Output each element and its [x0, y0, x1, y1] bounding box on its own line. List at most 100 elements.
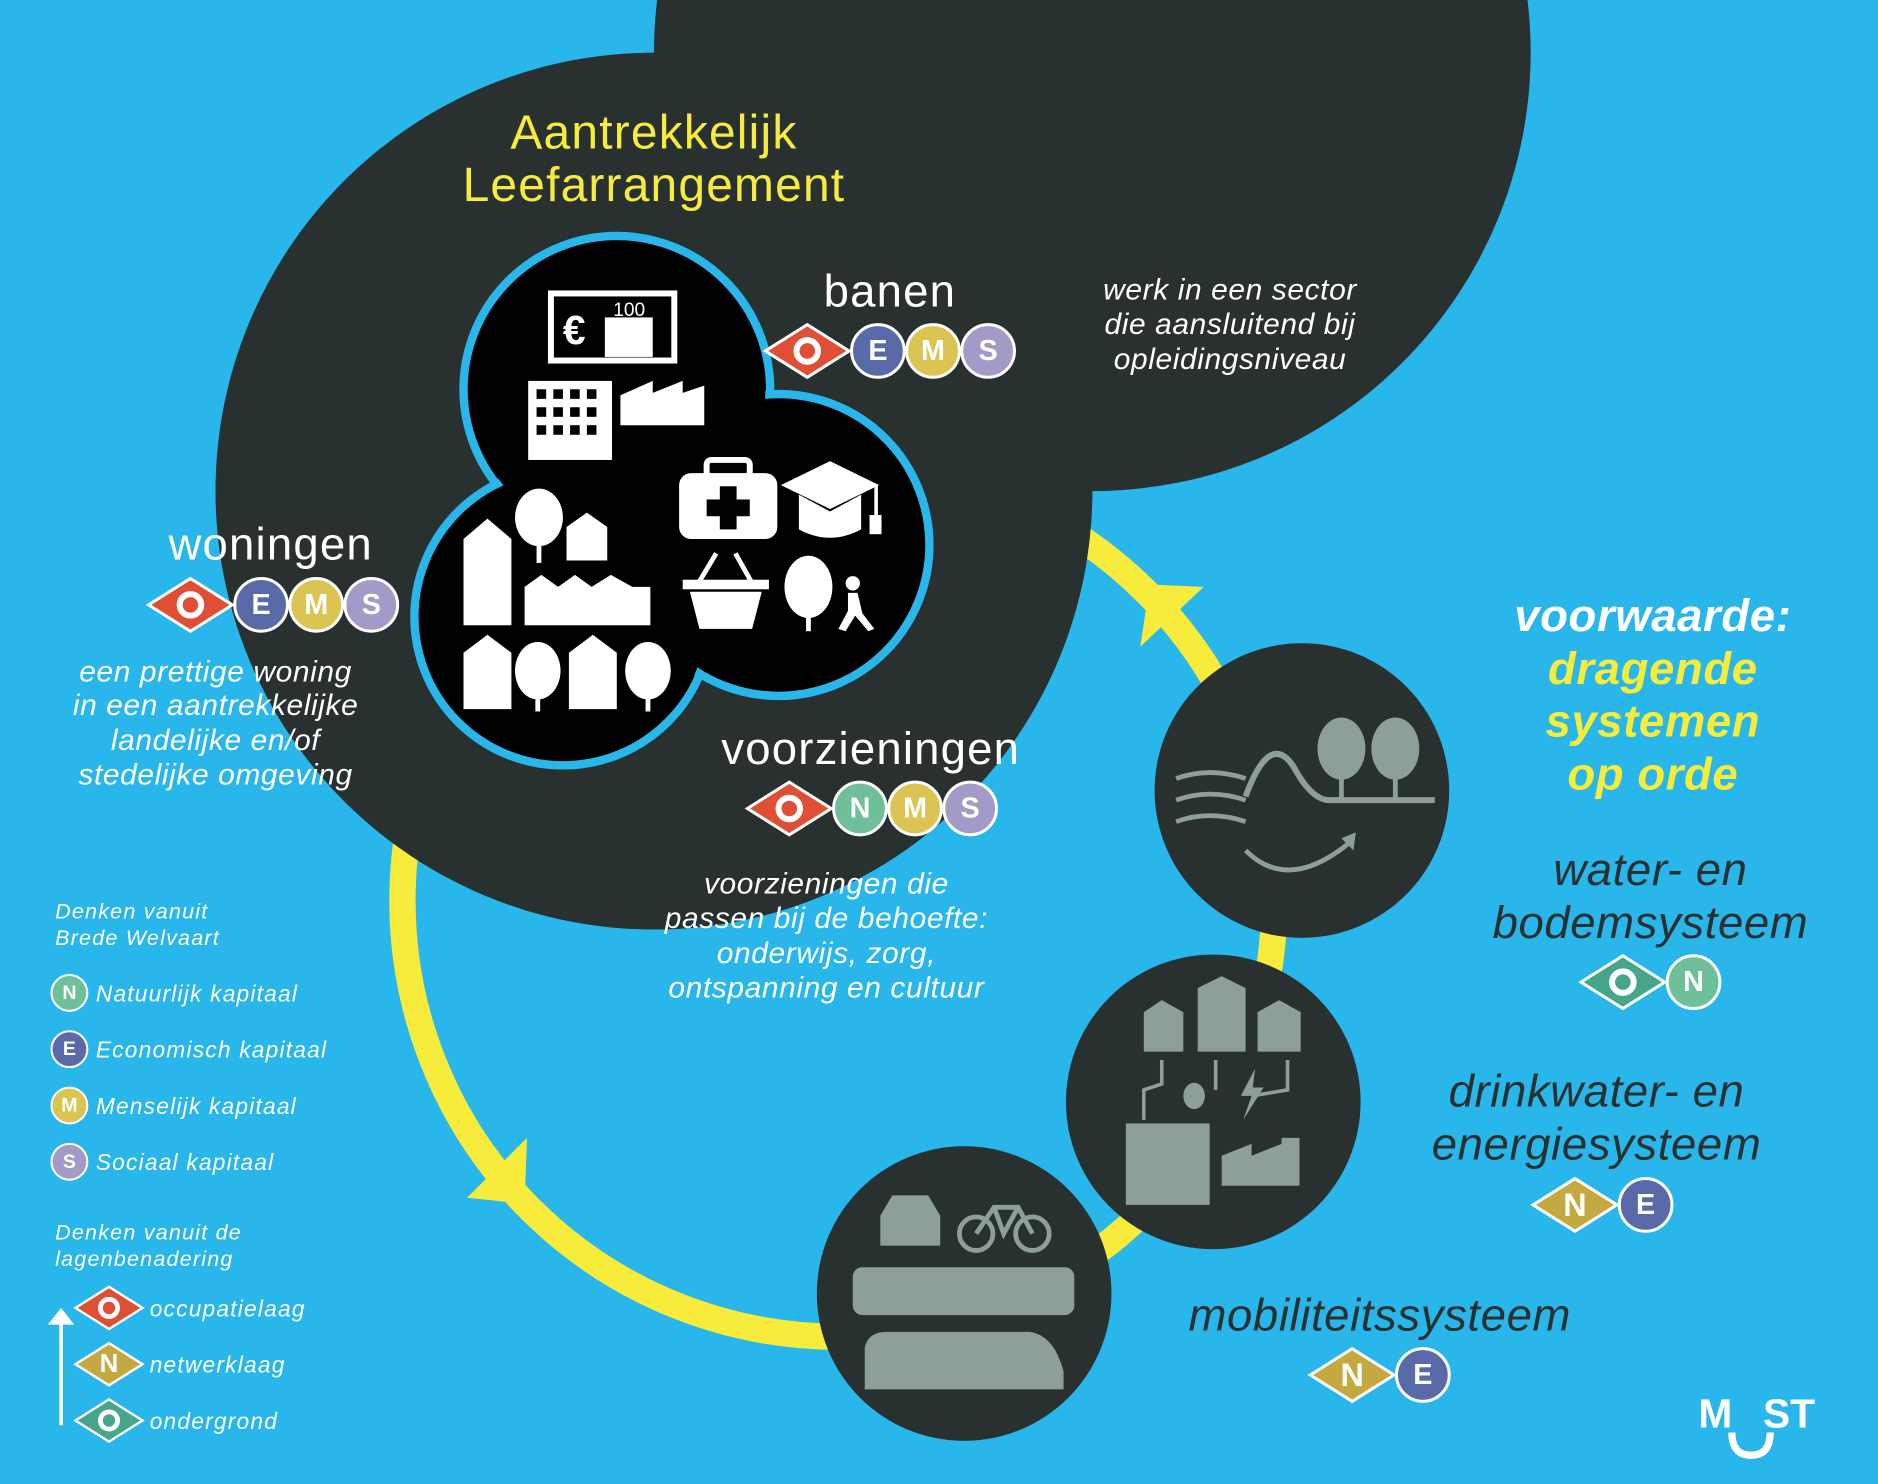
shopping-basket-icon: [682, 552, 769, 629]
badge-N-n: N: [50, 973, 89, 1012]
voorwaarde-line: systemen: [1545, 696, 1760, 747]
badge-letter: M: [304, 589, 328, 621]
svg-text:ST: ST: [1763, 1391, 1815, 1437]
drinkwater-system-label: drinkwater- en: [1449, 1066, 1745, 1117]
badge-S-s: S: [343, 577, 400, 633]
desc-line: landelijke en/of: [111, 724, 322, 757]
banknote-icon: € 100: [547, 290, 678, 364]
desc-line: een prettige woning: [79, 656, 352, 689]
banknote-value: 100: [613, 300, 645, 321]
desc-line: onderwijs, zorg,: [717, 937, 936, 970]
badge-letter: S: [63, 1151, 76, 1173]
legend-title: Denken vanuit de: [55, 1220, 242, 1245]
desc-line: stedelijke omgeving: [78, 759, 352, 792]
desc-line: werk in een sector: [1103, 273, 1357, 306]
water-soil-system-circle: [1154, 643, 1450, 938]
desc-line: voorzieningen die: [704, 868, 949, 901]
badge-letter: M: [61, 1095, 77, 1117]
badge-occupatie-o: [145, 576, 236, 633]
badge-letter: N: [1341, 1357, 1364, 1393]
drinkwater-system-label: energiesysteem: [1432, 1118, 1762, 1169]
badge-S-s: S: [960, 323, 1016, 379]
legend-label: ondergrond: [150, 1408, 278, 1434]
badge-E-e: E: [233, 577, 289, 633]
badge-netwerk-n: N: [1307, 1346, 1397, 1404]
badge-M-m: M: [50, 1086, 89, 1125]
cycle-arrow-icon: [467, 1137, 527, 1204]
badge-letter-o: [97, 1409, 121, 1432]
office-building-icon: [528, 380, 613, 460]
title-line-1: Aantrekkelijk: [510, 107, 797, 160]
badge-E-e: E: [50, 1030, 89, 1069]
badge-letter: N: [1563, 1187, 1586, 1223]
water-system-label: bodemsysteem: [1493, 897, 1809, 948]
badge-letter: M: [921, 335, 945, 367]
woningen-description: een prettige woning in een aantrekkelijk…: [73, 656, 358, 792]
desc-line: ontspanning en cultuur: [668, 972, 985, 1005]
legend-item-N: N Natuurlijk kapitaal: [50, 973, 298, 1012]
badge-letter-o: [176, 591, 205, 619]
legend-label: occupatielaag: [150, 1295, 306, 1321]
legend-item-S: S Sociaal kapitaal: [50, 1142, 275, 1181]
legend-item-occupatie: occupatielaag: [73, 1285, 306, 1331]
legend-title: lagenbenadering: [55, 1246, 234, 1271]
badge-letter: E: [1413, 1359, 1432, 1391]
desc-line: die aansluitend bij: [1105, 308, 1357, 341]
badge-netwerk-n: N: [1530, 1176, 1620, 1234]
badge-occupatie-o: [73, 1285, 145, 1331]
svg-text:€: €: [563, 307, 586, 353]
voorwaarde-line: op orde: [1567, 748, 1738, 799]
badge-E-e: E: [1395, 1347, 1451, 1403]
woningen-heading: woningen: [167, 518, 372, 569]
desc-line: passen bij de behoefte:: [664, 902, 988, 935]
badge-letter: S: [979, 335, 998, 367]
badge-letter: M: [903, 792, 927, 824]
legend-label: Sociaal kapitaal: [96, 1149, 275, 1175]
legend-label: Natuurlijk kapitaal: [96, 980, 298, 1006]
badge-ondergrond-o: [1578, 954, 1668, 1011]
layer-arrow-head-icon: [47, 1307, 75, 1325]
water-system-label: water- en: [1553, 844, 1747, 895]
badge-E-e: E: [1617, 1177, 1674, 1233]
mobility-system-label: mobiliteitssysteem: [1189, 1290, 1571, 1341]
medical-kit-icon: [679, 456, 778, 539]
mobility-system-circle: [816, 1146, 1112, 1441]
badge-letter: E: [1636, 1189, 1655, 1221]
banen-description: werk in een sector die aansluitend bij o…: [1103, 273, 1357, 375]
legend-title: Brede Welvaart: [55, 925, 220, 950]
banen-heading: banen: [824, 266, 957, 317]
badge-occupatie-o: [744, 780, 835, 837]
legend: Denken vanuit Brede Welvaart N Natuurlijk…: [47, 899, 326, 1443]
badge-letter-o: [97, 1296, 121, 1319]
badge-occupatie-o: [762, 322, 852, 380]
tree-walker-icon: [784, 555, 875, 632]
badge-letter: E: [868, 335, 887, 367]
water-system-badges: N: [1578, 954, 1722, 1011]
badge-letter: N: [62, 982, 76, 1004]
voorzieningen-description: voorzieningen die passen bij de behoefte…: [664, 868, 988, 1005]
badge-S-s: S: [50, 1142, 89, 1181]
badge-M-m: M: [905, 323, 961, 379]
must-logo: M ST: [1698, 1391, 1815, 1459]
badge-letter: E: [252, 589, 271, 621]
badge-letter: S: [961, 792, 980, 824]
badge-N-n: N: [832, 780, 888, 837]
legend-title: Denken vanuit: [55, 899, 208, 924]
badge-letter: N: [100, 1350, 119, 1378]
legend-label: netwerklaag: [150, 1352, 286, 1378]
drinkwater-energy-system-circle: [1065, 954, 1361, 1250]
legend-item-ondergrond: ondergrond: [73, 1398, 278, 1443]
badge-letter: N: [1683, 966, 1704, 998]
badge-letter-o: [775, 794, 804, 823]
badge-E-e: E: [850, 323, 906, 379]
voorwaarde-line: dragende: [1548, 643, 1758, 694]
badge-letter: S: [362, 589, 381, 621]
cycle-arrow-icon: [1140, 584, 1204, 647]
